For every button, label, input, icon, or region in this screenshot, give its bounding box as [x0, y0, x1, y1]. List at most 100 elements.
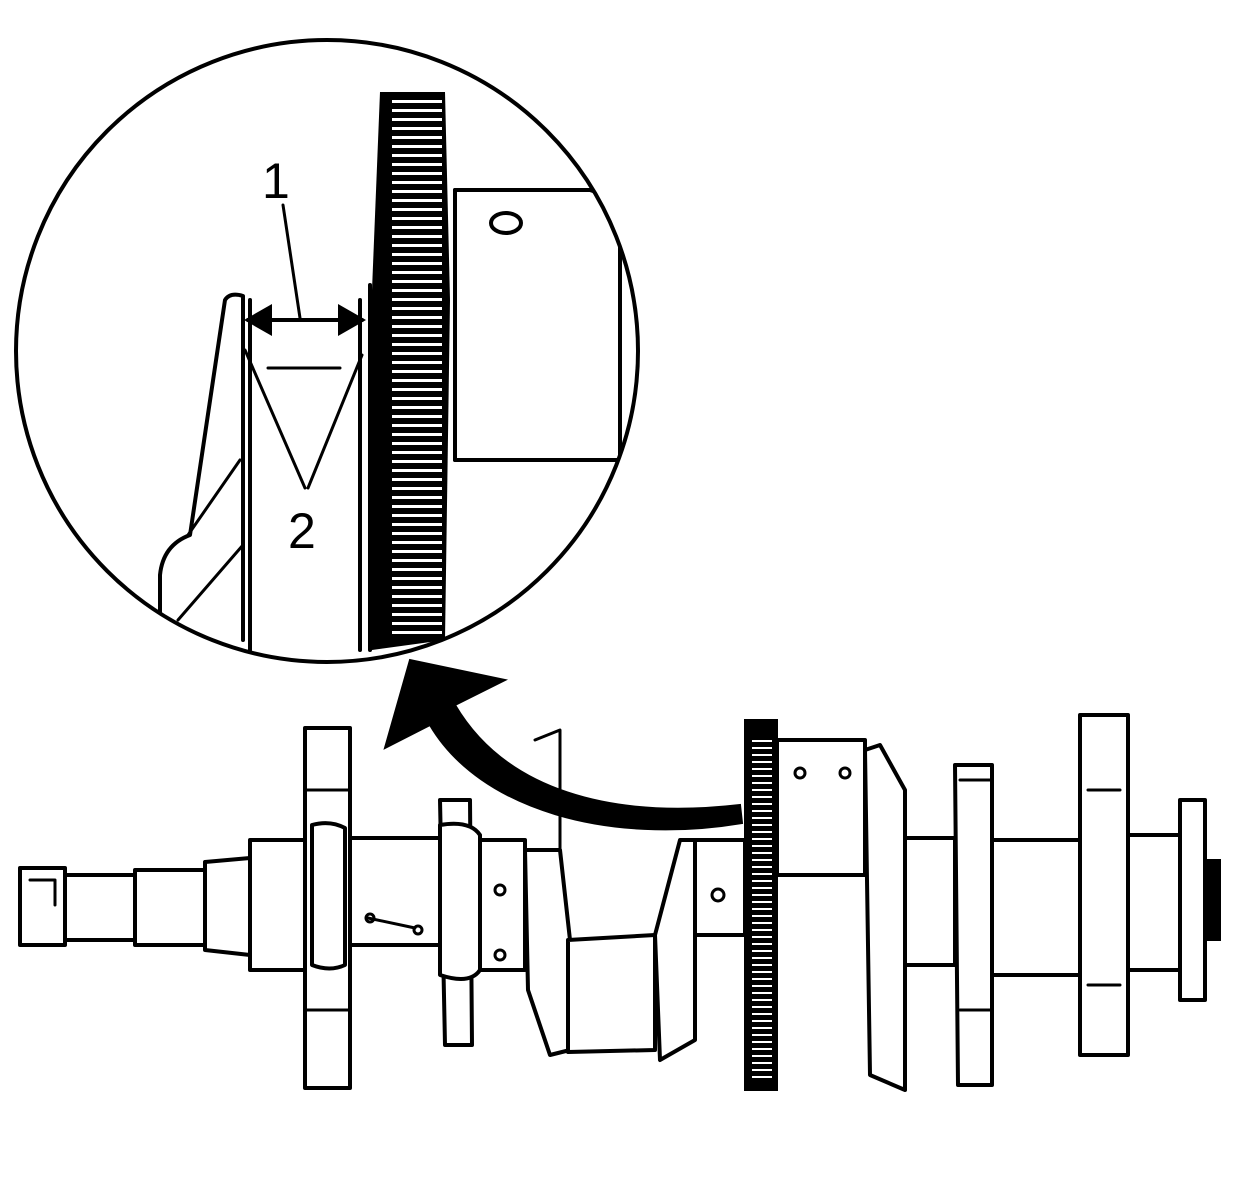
reluctor-tooth-gap	[392, 424, 442, 427]
ring-tooth-gap	[752, 1062, 772, 1064]
reluctor-tooth-gap	[392, 226, 442, 229]
ring-tooth-gap	[752, 775, 772, 777]
ring-tooth-gap	[752, 803, 772, 805]
reluctor-tooth-gap	[392, 127, 442, 130]
callout-1-label: 1	[262, 153, 290, 209]
ring-tooth-gap	[752, 985, 772, 987]
reluctor-tooth-gap	[392, 181, 442, 184]
reluctor-tooth-gap	[392, 109, 442, 112]
ring-tooth-gap	[752, 824, 772, 826]
ring-tooth-gap	[752, 929, 772, 931]
crankshaft-assembly	[18, 713, 1221, 1092]
ring-tooth-gap	[752, 817, 772, 819]
ring-tooth-gap	[752, 971, 772, 973]
callout-1-leader	[281, 203, 302, 320]
reluctor-ring-teeth	[372, 92, 450, 650]
reluctor-tooth-gap	[392, 460, 442, 463]
reluctor-tooth-gap	[392, 172, 442, 175]
reluctor-tooth-gap	[392, 496, 442, 499]
ring-tooth-gap	[752, 1027, 772, 1029]
reluctor-tooth-gap	[392, 631, 442, 634]
reluctor-tooth-gap	[392, 208, 442, 211]
ring-tooth-gap	[752, 880, 772, 882]
ring-tooth-gap	[752, 852, 772, 854]
ring-tooth-gap	[752, 1048, 772, 1050]
reluctor-tooth-gap	[392, 577, 442, 580]
ring-tooth-gap	[752, 992, 772, 994]
detail-circle-border	[14, 38, 640, 664]
callout-2-leader-right	[306, 353, 364, 490]
reluctor-tooth-gap	[392, 415, 442, 418]
ring-tooth-gap	[752, 1076, 772, 1078]
ring-tooth-gap	[752, 761, 772, 763]
ring-tooth-gap	[752, 754, 772, 756]
reluctor-tooth-gap	[392, 145, 442, 148]
ring-tooth-gap	[752, 943, 772, 945]
reluctor-tooth-gap	[392, 433, 442, 436]
reluctor-tooth-gap	[392, 334, 442, 337]
reluctor-tooth-gap	[392, 397, 442, 400]
reluctor-tooth-gap	[392, 568, 442, 571]
reluctor-tooth-gap	[392, 100, 442, 103]
reluctor-tooth-gap	[392, 613, 442, 616]
ring-tooth-gap	[752, 810, 772, 812]
ring-tooth-gap	[752, 873, 772, 875]
ring-tooth-gap	[752, 768, 772, 770]
reluctor-tooth-gap	[392, 451, 442, 454]
ring-tooth-gap	[752, 936, 772, 938]
reluctor-tooth-gap	[392, 217, 442, 220]
detail-magnifier: 1 2	[14, 38, 640, 664]
ring-tooth-gap	[752, 831, 772, 833]
reluctor-tooth-gap	[392, 343, 442, 346]
reluctor-tooth-gap	[392, 478, 442, 481]
reluctor-tooth-gap	[392, 622, 442, 625]
callout-2-leader-left	[243, 348, 307, 490]
reluctor-tooth-gap	[392, 442, 442, 445]
reluctor-tooth-gap	[392, 289, 442, 292]
ring-tooth-gap	[752, 1034, 772, 1036]
reluctor-tooth-gap	[392, 532, 442, 535]
reluctor-tooth-gap	[392, 487, 442, 490]
ring-tooth-gap	[752, 1069, 772, 1071]
reluctor-tooth-gap	[392, 379, 442, 382]
ring-tooth-gap	[752, 866, 772, 868]
ring-tooth-gap	[752, 845, 772, 847]
ring-tooth-gap	[752, 894, 772, 896]
reluctor-tooth-gap	[392, 253, 442, 256]
reluctor-tooth-gap	[392, 316, 442, 319]
reluctor-tooth-gap	[392, 163, 442, 166]
ring-tooth-gap	[752, 1041, 772, 1043]
reluctor-tooth-gap	[392, 388, 442, 391]
reluctor-tooth-gap	[392, 514, 442, 517]
reluctor-tooth-gap	[392, 604, 442, 607]
ring-tooth-gap	[752, 838, 772, 840]
ring-tooth-gap	[752, 740, 772, 742]
ring-tooth-gap	[752, 1013, 772, 1015]
reluctor-tooth-gap	[392, 199, 442, 202]
reluctor-tooth-gap	[392, 523, 442, 526]
ring-tooth-gap	[752, 859, 772, 861]
reluctor-tooth-gap	[392, 136, 442, 139]
ring-tooth-gap	[752, 789, 772, 791]
reluctor-tooth-gap	[392, 550, 442, 553]
reluctor-tooth-gap	[392, 244, 442, 247]
reluctor-tooth-gap	[392, 406, 442, 409]
reluctor-tooth-gap	[392, 370, 442, 373]
reluctor-tooth-gap	[392, 154, 442, 157]
reluctor-tooth-gap	[392, 469, 442, 472]
reluctor-tooth-gap	[392, 235, 442, 238]
ring-tooth-gap	[752, 908, 772, 910]
ring-tooth-gap	[752, 922, 772, 924]
reluctor-tooth-gap	[392, 190, 442, 193]
reluctor-tooth-gap	[392, 361, 442, 364]
reluctor-tooth-gap	[392, 559, 442, 562]
ring-tooth-gap	[752, 1055, 772, 1057]
reluctor-tooth-gap	[392, 352, 442, 355]
ring-tooth-gap	[752, 1020, 772, 1022]
reluctor-tooth-gap	[392, 541, 442, 544]
ring-tooth-gap	[752, 747, 772, 749]
reluctor-tooth-gap	[392, 325, 442, 328]
reluctor-tooth-gap	[392, 505, 442, 508]
ring-tooth-gap	[752, 796, 772, 798]
